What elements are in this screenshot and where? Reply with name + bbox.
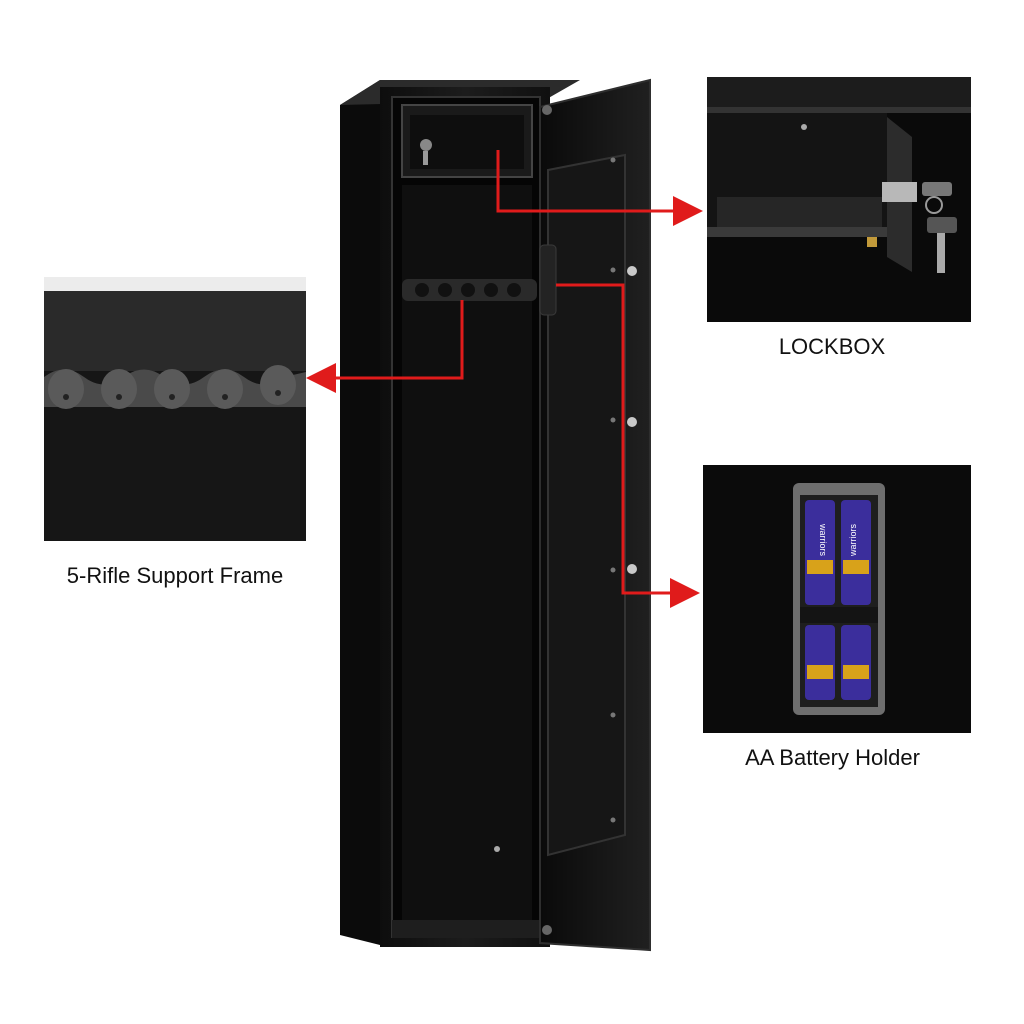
battery-holder-detail-image: warriors warriors xyxy=(703,465,971,733)
gun-safe-image xyxy=(330,75,660,965)
battery-brand-text: warriors xyxy=(848,524,858,558)
rifle-frame-caption: 5-Rifle Support Frame xyxy=(66,563,284,588)
rifle-frame-detail-image xyxy=(44,277,306,541)
battery-brand-text: warriors xyxy=(818,523,828,557)
lockbox-detail-image xyxy=(707,77,971,322)
battery-holder-caption: AA Battery Holder xyxy=(745,745,920,770)
lockbox-caption: LOCKBOX xyxy=(778,334,886,359)
